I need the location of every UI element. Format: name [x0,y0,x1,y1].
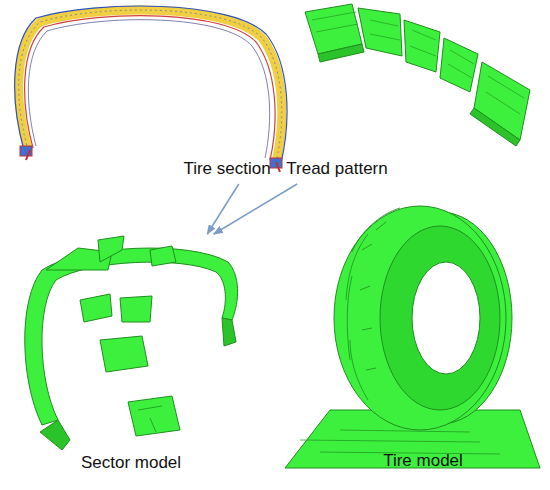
sector-model-drawing [25,236,238,450]
tread-pattern-drawing [305,4,530,146]
arrow-connector [214,184,297,234]
arrow-connector [207,184,238,234]
tire-section-drawing [15,6,287,172]
sector-model-node: Sector model [22,234,240,474]
node-label: Sector model [81,452,181,474]
tread-label-node: Tread pattern [280,156,394,182]
node-label: Tire model [383,450,463,472]
tire-model-drawing [285,206,540,468]
node-label: Tire section [183,158,270,180]
section-label-node: Tire section [178,156,276,182]
tire-model-node: Tire model [368,448,478,474]
node-label: Tread pattern [286,158,387,180]
